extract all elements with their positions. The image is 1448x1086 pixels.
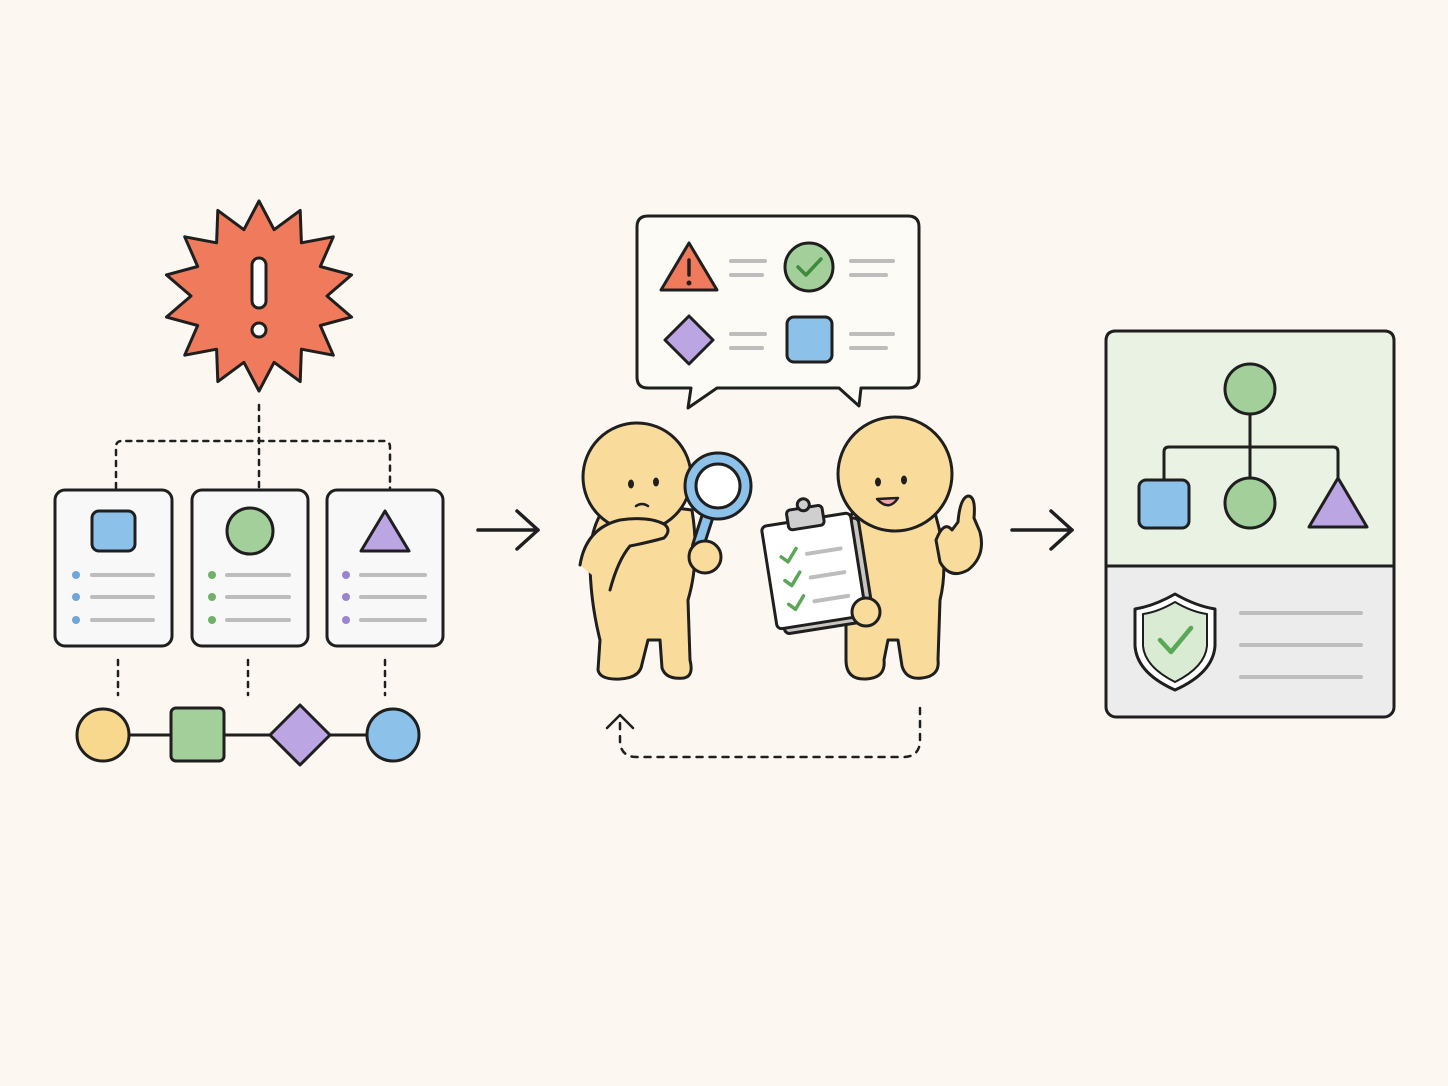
character-head xyxy=(581,421,693,533)
diamond-purple-icon xyxy=(268,703,332,767)
reviewer-character-right xyxy=(760,415,983,681)
diamond-icon xyxy=(663,314,715,366)
circle-icon xyxy=(225,506,275,556)
square-icon xyxy=(785,315,834,364)
right-arrow-icon xyxy=(1010,509,1074,551)
tree-node-circle xyxy=(1223,476,1277,530)
check-circle-icon xyxy=(783,241,835,293)
dashed-return-arrow xyxy=(605,706,922,759)
checklist-checks xyxy=(779,546,806,612)
reviewer-character-left xyxy=(578,421,753,681)
item-card-purple xyxy=(325,488,445,648)
shape-sequence xyxy=(75,703,421,767)
summary-lines xyxy=(1239,611,1363,679)
right-arrow-icon xyxy=(476,509,540,551)
triangle-icon xyxy=(359,509,411,553)
tree-node-triangle xyxy=(1307,476,1369,529)
alert-burst-icon xyxy=(164,199,354,393)
hierarchy-tree xyxy=(1137,362,1369,530)
tree-node-square xyxy=(1137,478,1191,530)
item-card-blue xyxy=(53,488,174,648)
speech-bubble xyxy=(635,214,921,410)
shield-check-icon xyxy=(1133,592,1217,692)
review-stage xyxy=(578,214,983,759)
problem-stage xyxy=(53,199,445,767)
tree-root-node xyxy=(1223,362,1277,416)
warning-triangle-icon xyxy=(659,241,719,292)
square-green-icon xyxy=(169,706,226,763)
circle-yellow-icon xyxy=(75,707,131,763)
character-head xyxy=(836,415,954,533)
circle-blue-icon xyxy=(365,707,421,763)
item-card-green xyxy=(190,488,310,648)
clipboard-icon xyxy=(760,497,875,635)
dashed-connectors xyxy=(114,403,392,697)
square-icon xyxy=(90,509,137,553)
result-stage xyxy=(1104,329,1396,719)
